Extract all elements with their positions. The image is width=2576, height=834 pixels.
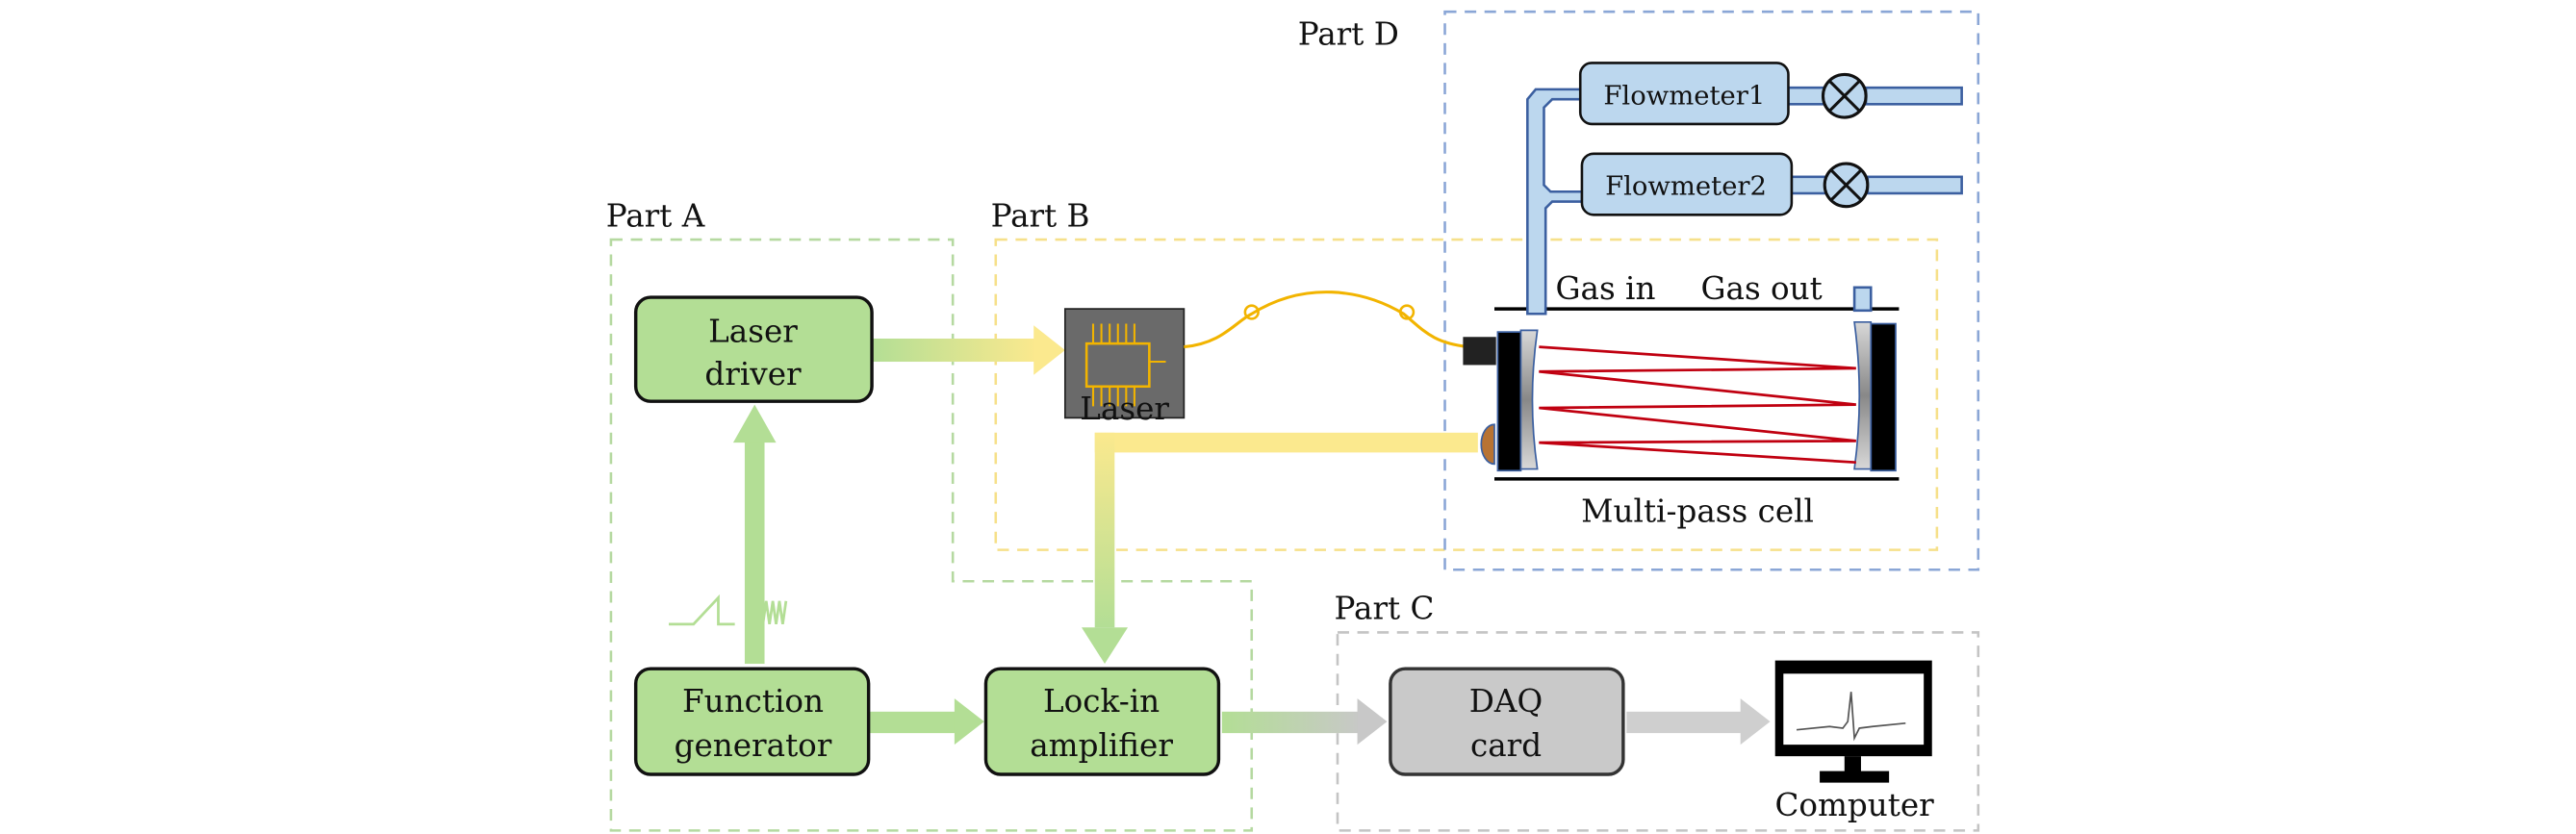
part-d-boundary bbox=[1443, 10, 1980, 571]
part-c-label: Part C bbox=[1335, 591, 1435, 627]
lock-in-amplifier-block: Lock-in amplifier bbox=[983, 667, 1221, 776]
function-generator-line2: generator bbox=[675, 727, 832, 764]
computer-label: Computer bbox=[1774, 787, 1934, 823]
part-a-label: Part A bbox=[606, 197, 705, 234]
waveform-icon bbox=[668, 594, 788, 626]
arrow-function-to-driver bbox=[732, 404, 777, 665]
part-b-label: Part B bbox=[991, 197, 1090, 234]
laser-label: Laser bbox=[1080, 391, 1169, 427]
daq-card-block: DAQ card bbox=[1389, 667, 1625, 776]
gas-out-label: Gas out bbox=[1701, 270, 1823, 307]
flowmeter2-label: Flowmeter2 bbox=[1605, 172, 1767, 202]
lock-in-line2: amplifier bbox=[1030, 727, 1173, 764]
fiber-coil-icon bbox=[1398, 304, 1416, 320]
daq-line1: DAQ bbox=[1469, 683, 1543, 720]
arrow-detector-to-lockin bbox=[1081, 432, 1478, 665]
valve-icon bbox=[1821, 72, 1868, 119]
arrow-driver-to-laser bbox=[872, 325, 1065, 375]
daq-line2: card bbox=[1470, 727, 1542, 764]
computer-icon bbox=[1774, 660, 1932, 783]
multi-pass-cell bbox=[1463, 307, 1900, 481]
laser-driver-line2: driver bbox=[704, 356, 802, 392]
optical-fiber bbox=[1184, 291, 1470, 349]
laser-beam-path bbox=[1539, 345, 1856, 465]
laser-chip-icon bbox=[1063, 308, 1186, 419]
arrow-daq-to-computer bbox=[1626, 698, 1771, 746]
part-a-boundary bbox=[609, 238, 1254, 832]
fiber-coil-icon bbox=[1243, 304, 1260, 320]
flowmeter1-block: Flowmeter1 bbox=[1578, 62, 1790, 126]
laser-driver-block: Laser driver bbox=[633, 295, 874, 403]
arrow-function-to-lockin bbox=[868, 698, 984, 746]
arrow-lockin-to-daq bbox=[1221, 698, 1388, 746]
part-c-boundary bbox=[1336, 631, 1980, 832]
flowmeter2-block: Flowmeter2 bbox=[1580, 152, 1794, 216]
detector-icon bbox=[1480, 423, 1495, 466]
gas-in-label: Gas in bbox=[1555, 270, 1655, 307]
cell-label: Multi-pass cell bbox=[1581, 493, 1814, 529]
gas-pipe bbox=[1526, 86, 1963, 316]
part-d-label: Part D bbox=[1298, 16, 1399, 53]
function-generator-block: Function generator bbox=[633, 667, 871, 776]
lock-in-line1: Lock-in bbox=[1043, 683, 1160, 720]
function-generator-line1: Function bbox=[682, 683, 824, 720]
laser-driver-line1: Laser bbox=[708, 313, 798, 349]
fiber-collimator-icon bbox=[1463, 337, 1496, 366]
flowmeter1-label: Flowmeter1 bbox=[1603, 81, 1765, 111]
valve-icon bbox=[1823, 162, 1870, 209]
part-b-boundary bbox=[994, 238, 1939, 551]
